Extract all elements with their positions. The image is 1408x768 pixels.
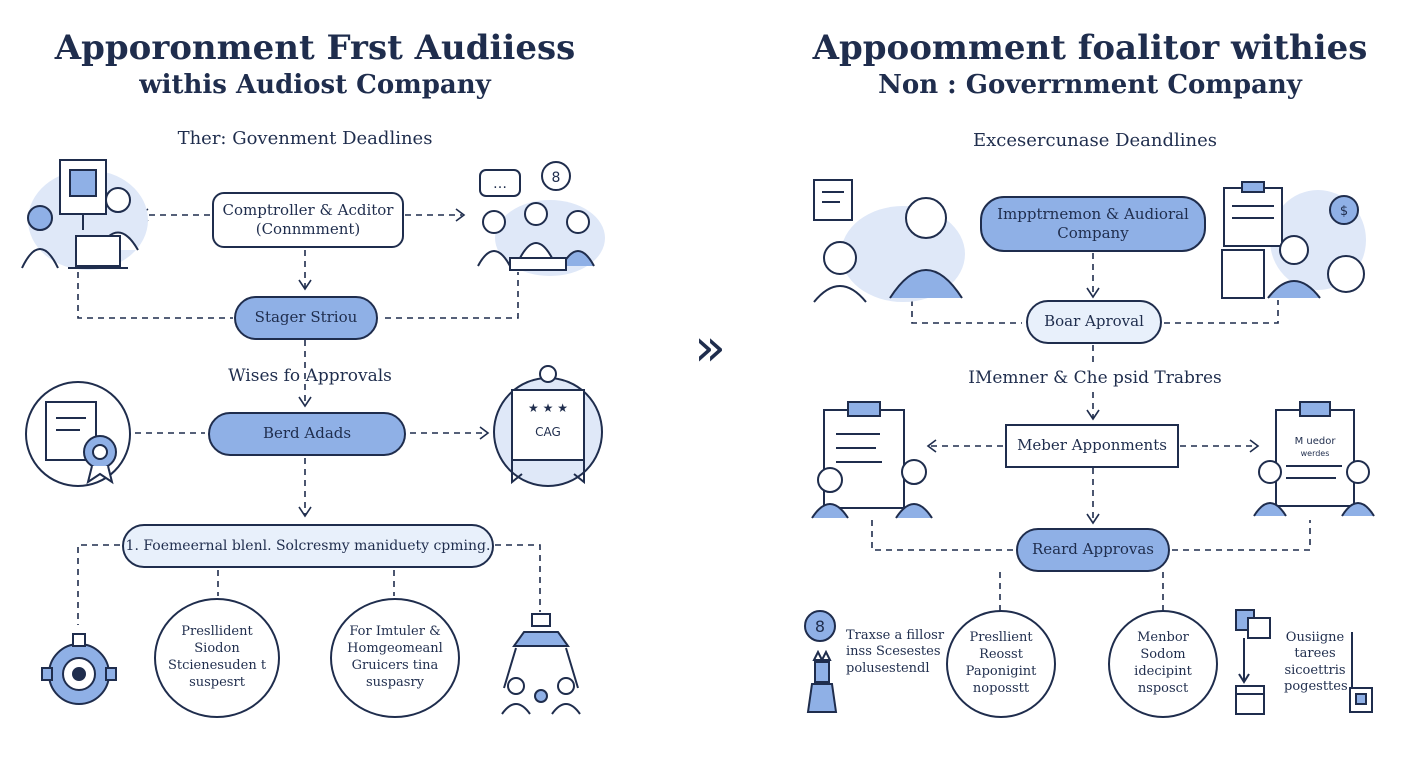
node-appointment-company: Impptrnemon & Audioral Company [980,196,1206,252]
left-subtitle: withis Audiost Company [139,70,491,100]
cag-badge-text: CAG [535,425,561,439]
officials-meeting-icon [813,179,965,303]
right-section-heading: Excesercunase Deandlines [972,130,1218,151]
svg-text:…: … [493,176,507,192]
left-circle-president: Presllident Siodon Stcienesuden t suspes… [154,598,280,718]
right-circle-president: Presllient Reosst Paponigint noposstt [946,610,1056,718]
note-right-text: Ousiigne tarees sicoettris pogesttes [1284,630,1348,694]
gear-icon [41,633,117,705]
document-box-icon [1349,632,1373,713]
right-title: Appoomment foalitor withies [812,28,1368,68]
cag-emblem-icon: ★ ★ ★ CAG [493,365,603,487]
doc-text-1: M uedor [1295,436,1337,447]
presenter-laptop-icon [21,159,148,270]
left-circle-initiator: For Imtuler & Homgeomeanl Gruicers tina … [330,598,460,718]
member-document-icon: M uedor werdes [1253,401,1375,517]
calendar-flow-icon [1235,609,1271,715]
note-left-text: Traxse a fillosr inss Scesestes polusest… [846,628,945,676]
node-formal-process: 1. Foemeernal blenl. Solcresmy maniduety… [122,524,494,568]
node-stager: Stager Striou [234,296,378,340]
certificate-seal-icon [25,381,131,487]
doc-text-2: werdes [1301,449,1330,458]
team-discussion-icon: … 8 [477,161,605,276]
node-board-approvas: Reard Approvas [1016,528,1170,572]
divider-chevron-icon: » [694,318,726,378]
chess-king-icon [806,650,838,713]
node-board-approval: Boar Aproval [1026,300,1162,344]
right-section-members: IMemner & Che psid Trabres [968,368,1222,388]
svg-text:★ ★ ★: ★ ★ ★ [528,401,568,415]
step-number-badge: 8 [804,610,836,642]
node-member-appointments: Meber Apponments [1005,424,1179,468]
left-section-approvals: Wises fo Approvals [228,366,392,386]
left-title: Apporonment Frst Audiiess [54,28,576,68]
group-lamp-icon [501,613,581,715]
clipboard-review-icon [811,401,933,519]
left-section-heading: Ther: Govenment Deadlines [177,128,433,149]
right-subtitle: Non : Goverrnment Company [878,70,1302,100]
finance-documents-icon: $ [1221,181,1366,299]
svg-text:$: $ [1340,204,1348,219]
right-circle-member: Menbor Sodom idecipint nsposct [1108,610,1218,718]
node-comptroller-auditor: Comptroller & Acditor (Connmment) [212,192,404,248]
svg-text:8: 8 [552,170,561,186]
node-board-adads: Berd Adads [208,412,406,456]
